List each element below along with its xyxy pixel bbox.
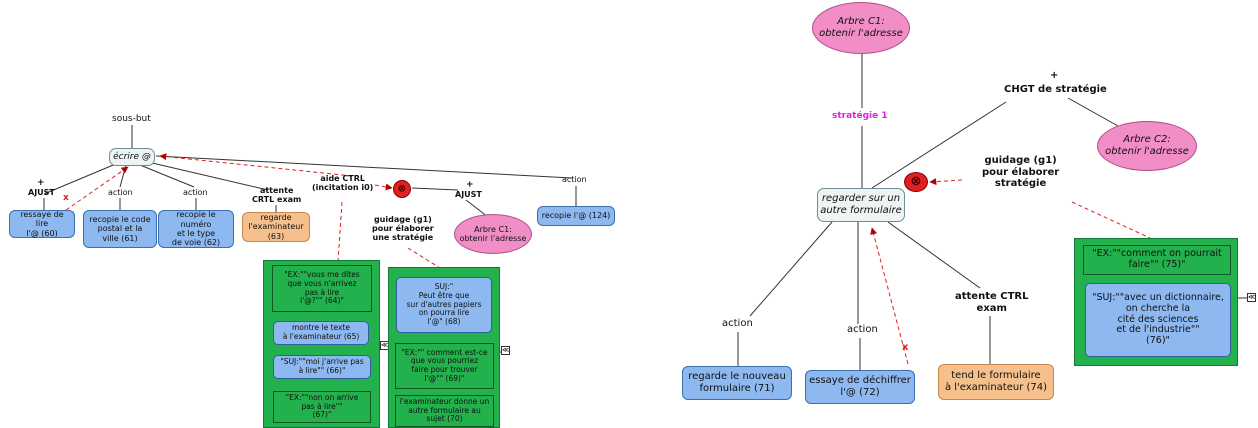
leaf-code-postal[interactable]: recopie le code postal et la ville (61): [83, 210, 157, 248]
leaf-numero-voie[interactable]: recopie le numéro et le type de voie (62…: [158, 210, 234, 248]
collapse-icon-2[interactable]: ≪: [501, 346, 510, 355]
edge-action-a: action: [108, 188, 133, 197]
stop-icon: [393, 180, 411, 198]
stop-icon-right: [904, 172, 928, 192]
panel-guidage: SUJ:" Peut être que sur d'autres papiers…: [388, 267, 500, 428]
leaf-recopie-124[interactable]: recopie l'@ (124): [537, 206, 615, 226]
note-examinateur-70[interactable]: l'examinateur donne un autre formulaire …: [395, 395, 494, 427]
dashed-links: [65, 153, 1151, 365]
edge-ajust: AJUST: [28, 188, 55, 197]
chgt-sign: +: [1050, 70, 1059, 81]
leaf-essaye-dechiffrer-72[interactable]: essaye de déchiffrer l'@ (72): [805, 370, 915, 404]
failure-x-mark-right: x: [902, 342, 909, 353]
note-suj-76[interactable]: "SUJ:""avec un dictionnaire, on cherche …: [1085, 283, 1231, 357]
tree-links: [43, 52, 1250, 370]
edge-action-c: action: [562, 175, 587, 184]
collapse-icon-right[interactable]: ≪: [1247, 293, 1256, 302]
edge-ajust-2: AJUST: [455, 190, 482, 199]
panel-guidage-right: "EX:""comment on pourrait faire"" (75)" …: [1074, 238, 1238, 366]
leaf-regarde-examinateur[interactable]: regarde l'examinateur (63): [242, 212, 310, 242]
edge-action-right-a: action: [722, 318, 753, 329]
note-ex-64[interactable]: "EX:""vous me dites que vous n'arrivez p…: [272, 265, 372, 312]
leaf-tend-formulaire-74[interactable]: tend le formulaire à l'examinateur (74): [938, 364, 1054, 400]
subgoal-label: sous-but: [112, 114, 151, 124]
ellipse-arbre-c1-top[interactable]: Arbre C1: obtenir l'adresse: [812, 2, 910, 54]
note-suj-66[interactable]: "SUJ:""moi j'arrive pas à lire"" (66)": [273, 355, 371, 379]
note-montre-65[interactable]: montre le texte à l'examinateur (65): [273, 321, 369, 345]
note-suj-68[interactable]: SUJ:" Peut être que sur d'autres papiers…: [396, 277, 492, 333]
leaf-regarde-nouveau-71[interactable]: regarde le nouveau formulaire (71): [682, 366, 792, 400]
edge-attente: attente CRTL exam: [252, 186, 302, 205]
panel-aide-ctrl: "EX:""vous me dites que vous n'arrivez p…: [263, 260, 380, 428]
edge-action-b: action: [183, 188, 208, 197]
failure-x-mark: x: [63, 193, 69, 203]
edge-attente-right: attente CTRL exam: [955, 291, 1029, 314]
edge-guidage: guidage (g1) pour élaborer une stratégie: [372, 215, 434, 243]
edge-guidage-right: guidage (g1) pour élaborer stratégie: [982, 155, 1060, 189]
ellipse-arbre-c1[interactable]: Arbre C1: obtenir l'adresse: [454, 214, 532, 254]
ellipse-arbre-c2[interactable]: Arbre C2: obtenir l'adresse: [1097, 121, 1197, 171]
note-ex-75[interactable]: "EX:""comment on pourrait faire"" (75)": [1083, 245, 1231, 275]
edge-action-right-b: action: [847, 324, 878, 335]
strategie-1-label: stratégie 1: [832, 111, 888, 121]
edge-aide-ctrl: aide CTRL (incitation i0): [312, 174, 374, 193]
center-node-regarder[interactable]: regarder sur un autre formulaire: [817, 188, 905, 222]
ajust2-sign: +: [466, 180, 474, 190]
leaf-ressaye-de-lire[interactable]: ressaye de lire l'@ (60): [9, 210, 75, 238]
root-node-ecrire[interactable]: écrire @: [109, 148, 155, 166]
edge-chgt-strategie: CHGT de stratégie: [1004, 84, 1107, 95]
note-ex-69[interactable]: "EX:"" comment est-ce que vous pourriez …: [395, 343, 494, 389]
note-ex-67[interactable]: "EX:""non on arrive pas à lire"" (67)": [273, 391, 371, 423]
ajust-sign: +: [37, 178, 45, 188]
